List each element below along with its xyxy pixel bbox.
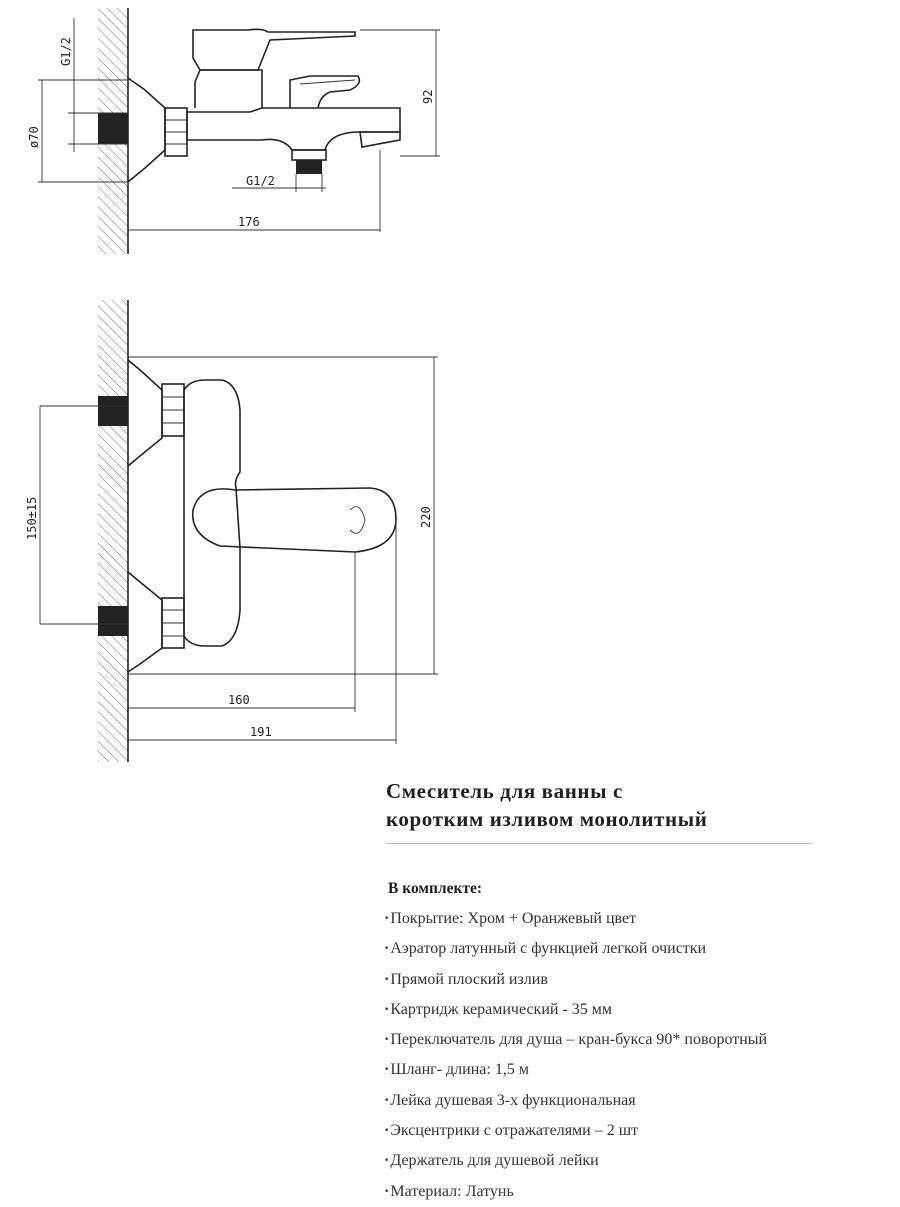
dim-thread-top: G1/2 <box>59 37 73 66</box>
kit-item: Лейка душевая 3-х функциональная <box>384 1086 767 1116</box>
kit-item: Шланг- длина: 1,5 м <box>384 1055 767 1085</box>
kit-item: Аэратор латунный с функцией легкой очист… <box>384 934 767 964</box>
dim-height-front: 220 <box>419 506 433 528</box>
top-view: G1/2 ø70 92 G1/2 176 <box>27 8 440 254</box>
kit-item: Покрытие: Хром + Оранжевый цвет <box>384 904 767 934</box>
kit-item: Прямой плоский излив <box>384 965 767 995</box>
dim-diameter: ø70 <box>27 126 41 148</box>
product-title-line2: коротким изливом монолитный <box>386 807 708 831</box>
kit-list: Покрытие: Хром + Оранжевый цвет Аэратор … <box>384 904 767 1207</box>
front-view: 150±15 220 160 191 <box>25 300 438 762</box>
wall-hatch-front <box>98 300 128 762</box>
kit-item: Эксцентрики с отражателями – 2 шт <box>384 1116 767 1146</box>
product-title: Смеситель для ванны с коротким изливом м… <box>386 777 866 833</box>
kit-heading: В комплекте: <box>388 880 483 897</box>
kit-item: Переключатель для душа – кран-букса 90* … <box>384 1025 767 1055</box>
pipe-inlet-upper <box>98 396 128 426</box>
kit-item: Картридж керамический - 35 мм <box>384 995 767 1025</box>
dim-center-distance: 150±15 <box>25 497 39 540</box>
dim-length-top: 176 <box>238 215 260 229</box>
pipe-outlet-bottom <box>296 160 322 174</box>
pipe-inlet-top <box>98 113 128 144</box>
dim-length-inner: 160 <box>228 693 250 707</box>
dim-length-outer: 191 <box>250 725 272 739</box>
divider <box>386 843 812 844</box>
kit-item: Материал: Латунь <box>384 1177 767 1207</box>
technical-drawing: G1/2 ø70 92 G1/2 176 <box>25 8 440 762</box>
product-title-line1: Смеситель для ванны с <box>386 779 623 803</box>
dim-thread-bottom: G1/2 <box>246 174 275 188</box>
kit-item: Держатель для душевой лейки <box>384 1146 767 1176</box>
pipe-inlet-lower <box>98 606 128 636</box>
dim-height-top: 92 <box>421 90 435 104</box>
